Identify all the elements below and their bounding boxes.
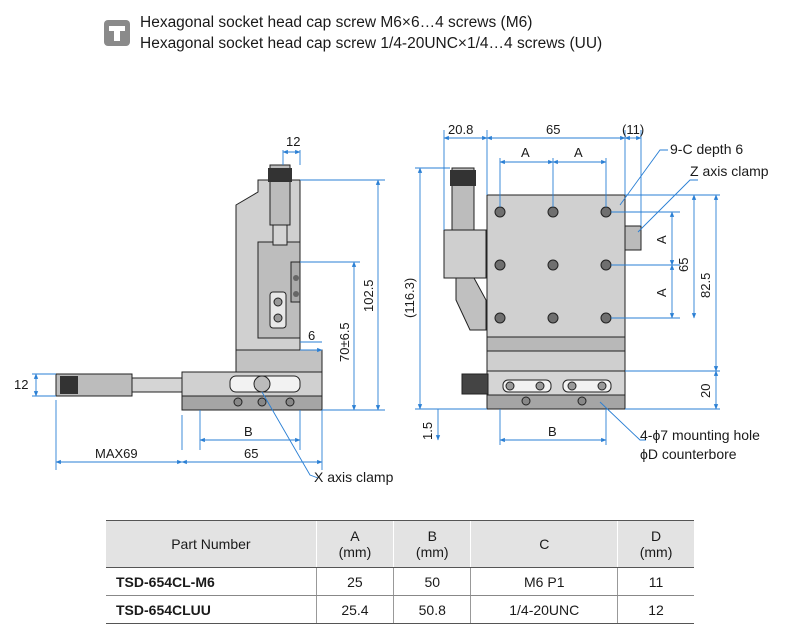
front-view: 20.8 65 (11) A A A A 65 82.5 (116.3) 20 …: [402, 122, 769, 462]
side-dim-height: 70±6.5: [337, 322, 352, 362]
header-part-number: Part Number: [106, 520, 317, 568]
side-dim-b: B: [244, 424, 253, 439]
table-row: TSD-654CL-M6 25 50 M6 P1 11: [106, 567, 694, 596]
header-c: C: [470, 520, 618, 568]
note-line-uu: Hexagonal socket head cap screw 1/4-20UN…: [140, 35, 603, 52]
hex-screw-icon: [104, 20, 130, 46]
front-dim-a1: A: [521, 145, 530, 160]
header-d: D(mm): [617, 520, 694, 568]
side-base-bottom: [181, 395, 323, 411]
label-counterbore: ϕD counterbore: [640, 446, 737, 462]
table-header-row: Part Number A(mm) B(mm) C D(mm): [106, 520, 694, 568]
front-dim-a-v2: A: [654, 288, 669, 297]
front-dim-20: 20: [698, 384, 713, 398]
front-dim-left: 20.8: [448, 122, 473, 137]
cell-b: 50: [393, 567, 471, 596]
cell-part-number: TSD-654CLUU: [106, 595, 317, 624]
table-row: TSD-654CLUU 25.4 50.8 1/4-20UNC 12: [106, 595, 694, 624]
side-dim-small: 6: [308, 328, 315, 343]
front-z-clamp: [624, 225, 642, 251]
front-dim-a2: A: [574, 145, 583, 160]
spec-table: Part Number A(mm) B(mm) C D(mm) TSD-654C…: [106, 520, 694, 624]
cell-a: 25.4: [315, 595, 394, 624]
side-dim-left: 12: [14, 377, 28, 392]
front-dim-a-v1: A: [654, 235, 669, 244]
label-mounting-hole: 4-ϕ7 mounting hole: [640, 427, 760, 443]
cell-a: 25: [315, 567, 394, 596]
side-dim-width: 65: [244, 446, 258, 461]
technical-drawing: 12 12 102.5 70±6.5 6 B MAX69 65 X axis c…: [14, 122, 769, 485]
cell-c: M6 P1: [470, 567, 618, 596]
header-b: B(mm): [393, 520, 471, 568]
cell-c: 1/4-20UNC: [470, 595, 618, 624]
front-dim-right: (11): [622, 122, 644, 137]
header-a: A(mm): [315, 520, 394, 568]
front-dim-116-3: (116.3): [402, 278, 417, 318]
front-dim-width: 65: [546, 122, 560, 137]
front-dim-82-5: 82.5: [698, 273, 713, 298]
side-dim-height-total: 102.5: [361, 279, 376, 312]
side-view: 12 12 102.5 70±6.5 6 B MAX69 65 X axis c…: [14, 134, 394, 485]
front-hole-grid: [494, 206, 612, 324]
side-dim-top: 12: [286, 134, 300, 149]
side-dim-max: MAX69: [95, 446, 138, 461]
cell-b: 50.8: [393, 595, 471, 624]
note-line-m6: Hexagonal socket head cap screw M6×6…4 s…: [140, 14, 533, 31]
cell-d: 12: [617, 595, 694, 624]
front-base: [486, 350, 626, 372]
front-dim-1-5: 1.5: [420, 422, 435, 440]
label-x-clamp: X axis clamp: [314, 469, 394, 485]
label-c-depth: 9-C depth 6: [670, 141, 743, 157]
cell-part-number: TSD-654CL-M6: [106, 567, 317, 596]
label-z-clamp: Z axis clamp: [690, 163, 769, 179]
front-dim-65-v: 65: [676, 258, 691, 272]
front-dim-b: B: [548, 424, 557, 439]
cell-d: 11: [617, 567, 694, 596]
side-z-slot: [269, 291, 287, 329]
